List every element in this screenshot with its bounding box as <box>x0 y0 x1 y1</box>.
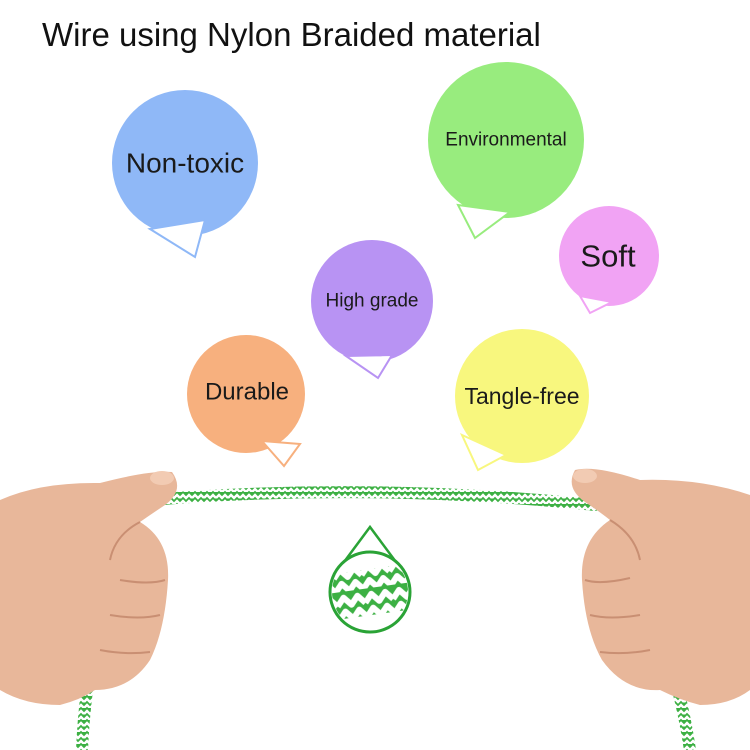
bubble-non-toxic: Non-toxic <box>112 90 258 259</box>
bubble-non-toxic-label: Non-toxic <box>126 148 244 179</box>
cable-zoom-callout <box>328 524 412 634</box>
bubble-high-grade-label: High grade <box>326 291 419 312</box>
bubble-environmental-circle <box>428 62 584 218</box>
bubble-durable: Durable <box>187 335 305 468</box>
page-title: Wire using Nylon Braided material <box>42 16 541 53</box>
bubble-soft-circle <box>559 206 659 306</box>
bubble-high-grade-circle <box>311 240 433 362</box>
bubble-tangle-free-label: Tangle-free <box>464 383 579 409</box>
bubble-non-toxic-circle <box>112 90 258 236</box>
bubble-tangle-free-circle <box>455 329 589 463</box>
bubble-high-grade: High grade <box>311 240 433 380</box>
zoom-braid-detail <box>332 563 408 621</box>
bubble-durable-pointer <box>259 439 302 468</box>
bubble-durable-circle <box>187 335 305 453</box>
bubble-tangle-free-pointer <box>459 432 509 472</box>
bubble-tangle-free: Tangle-free <box>455 329 589 472</box>
bubble-durable-label: Durable <box>205 379 289 406</box>
bubble-soft-pointer <box>578 294 616 315</box>
bubble-soft-label: Soft <box>580 239 636 274</box>
bubble-environmental: Environmental <box>428 62 584 240</box>
left-hand <box>0 471 178 705</box>
bubble-environmental-pointer <box>456 203 513 240</box>
right-hand <box>571 468 750 705</box>
bubble-environmental-label: Environmental <box>445 130 566 151</box>
bubble-non-toxic-pointer <box>147 218 207 259</box>
bubble-soft: Soft <box>559 206 659 315</box>
bubble-high-grade-pointer <box>342 353 394 380</box>
